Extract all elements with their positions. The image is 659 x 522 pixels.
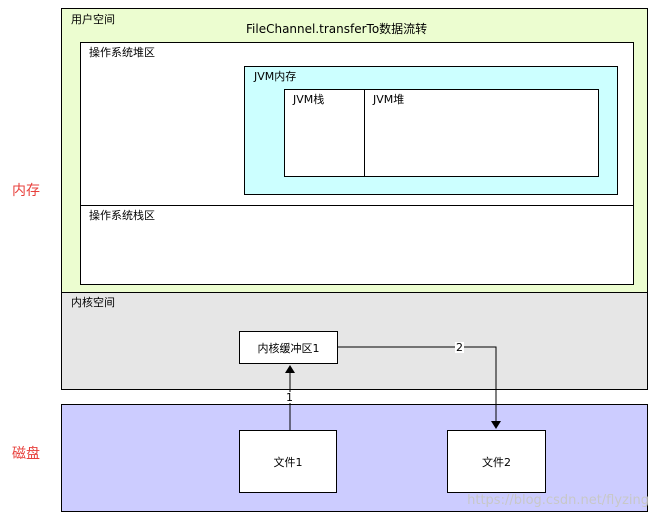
kernel-buffer-label: 内核缓冲区1 — [257, 341, 320, 355]
watermark: https://blog.csdn.net/flyzing — [467, 493, 649, 508]
file2-box: 文件2 — [447, 430, 546, 493]
os-stack-label: 操作系统栈区 — [89, 209, 155, 222]
arrow-buffer-to-file2 — [338, 346, 501, 429]
kernel-space-label: 内核空间 — [71, 296, 115, 309]
jvm-stack-label: JVM栈 — [293, 93, 325, 106]
os-stack-region: 操作系统栈区 — [80, 205, 634, 285]
file1-box: 文件1 — [239, 430, 337, 493]
jvm-heap-label: JVM堆 — [373, 93, 405, 106]
memory-label: 内存 — [12, 183, 40, 199]
disk-region — [61, 404, 648, 512]
disk-label: 磁盘 — [12, 446, 40, 462]
file1-label: 文件1 — [273, 455, 303, 469]
kernel-space-region: 内核空间 — [61, 292, 648, 390]
jvm-stack-region: JVM栈 — [284, 89, 365, 177]
os-heap-label: 操作系统堆区 — [89, 46, 155, 59]
user-space-label: 用户空间 — [71, 13, 115, 26]
jvm-memory-label: JVM内存 — [254, 70, 297, 83]
jvm-heap-region: JVM堆 — [364, 89, 599, 177]
file2-label: 文件2 — [482, 455, 511, 469]
step-2-label: 2 — [455, 341, 464, 354]
step-1-label: 1 — [285, 391, 294, 404]
kernel-buffer-box: 内核缓冲区1 — [239, 331, 338, 364]
diagram-title: FileChannel.transferTo数据流转 — [246, 22, 428, 36]
